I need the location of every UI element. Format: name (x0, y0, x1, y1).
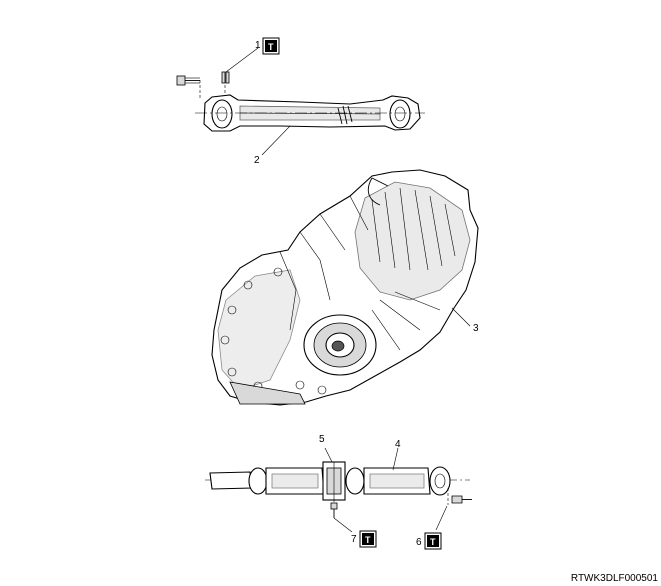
callout-3: 3 (473, 323, 479, 334)
torque-badge-1: T (262, 37, 280, 55)
torque-badge-7: T (359, 530, 377, 548)
front-propeller-shaft (176, 71, 425, 132)
rear-propeller-shaft (205, 461, 472, 518)
center-bearing (322, 461, 346, 501)
transfer-case (211, 169, 479, 406)
callout-2: 2 (254, 155, 260, 166)
torque-badge-6: T (424, 532, 442, 550)
torque-wrench-icon: T (430, 537, 436, 547)
torque-wrench-icon: T (365, 535, 371, 545)
callout-1: 1 (255, 40, 261, 51)
callout-7: 7 (351, 534, 357, 545)
figure-code: RTWK3DLF000501 (570, 573, 658, 584)
torque-wrench-icon: T (268, 42, 274, 52)
callout-5: 5 (319, 434, 325, 445)
callout-4: 4 (395, 439, 401, 450)
flange-bolt (176, 75, 201, 100)
callout-6: 6 (416, 537, 422, 548)
